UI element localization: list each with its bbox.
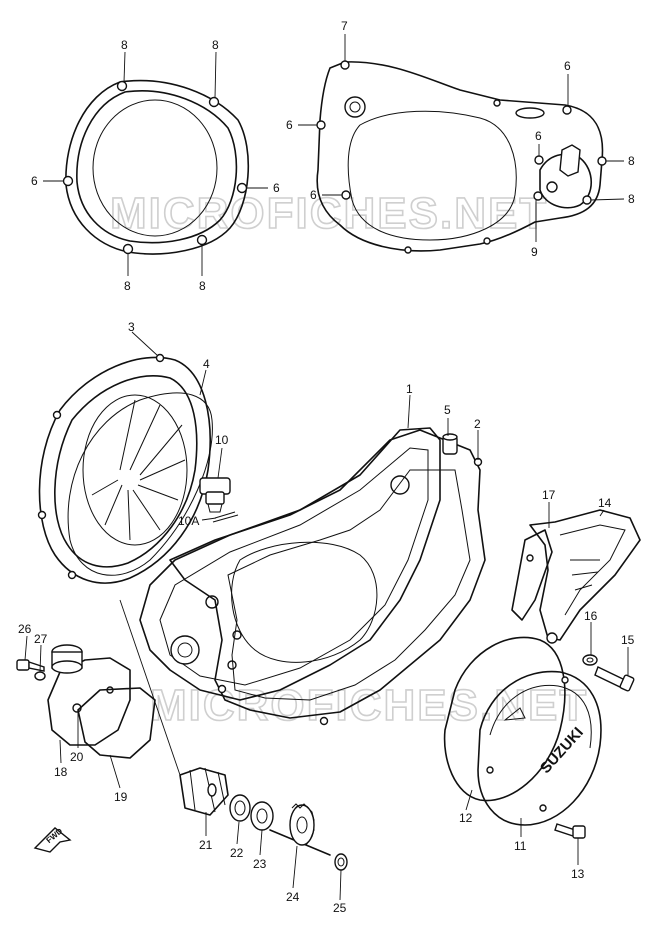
washer-16 xyxy=(582,654,598,666)
dowel-pin xyxy=(442,433,458,455)
callout-8-e: 8 xyxy=(628,154,635,168)
circlip-25 xyxy=(334,853,348,871)
crankcase-cover xyxy=(139,427,441,701)
callout-6-a: 6 xyxy=(31,174,38,188)
callout-25: 25 xyxy=(333,901,347,915)
callout-17: 17 xyxy=(542,488,556,502)
clutch-cover-outer xyxy=(316,60,607,254)
pump-washer-27 xyxy=(34,671,46,681)
suzuki-logo: SUZUKI xyxy=(537,724,587,777)
callout-8-d: 8 xyxy=(199,279,206,293)
magneto-cover-gasket xyxy=(443,636,566,802)
callout-27: 27 xyxy=(34,632,48,646)
callout-4: 4 xyxy=(203,357,210,371)
callout-14: 14 xyxy=(598,496,612,510)
callout-8-c: 8 xyxy=(124,279,131,293)
leader-lines xyxy=(24,34,629,901)
drain-plug xyxy=(199,477,239,523)
callout-6-e: 6 xyxy=(535,129,542,143)
clutch-cover-dish xyxy=(37,353,211,584)
callout-21: 21 xyxy=(199,838,213,852)
bearing-23 xyxy=(250,801,274,831)
callout-8-a: 8 xyxy=(121,38,128,52)
callout-6-b: 6 xyxy=(273,181,280,195)
callout-3: 3 xyxy=(128,320,135,334)
callout-19: 19 xyxy=(114,790,128,804)
callout-26: 26 xyxy=(18,622,32,636)
callout-23: 23 xyxy=(253,857,267,871)
callout-15: 15 xyxy=(621,633,635,647)
bolt-15 xyxy=(594,666,635,692)
callout-10a: 10A xyxy=(178,514,199,528)
callout-labels: 8 8 6 6 8 8 7 6 6 6 6 8 8 9 3 4 1 5 2 10… xyxy=(18,19,635,915)
clutch-cover-gasket xyxy=(62,79,250,255)
crankcase-cover-gasket xyxy=(169,429,486,726)
cover-o-ring xyxy=(67,392,213,576)
callout-6-c: 6 xyxy=(564,59,571,73)
callout-8-b: 8 xyxy=(212,38,219,52)
callout-18: 18 xyxy=(54,765,68,779)
fwd-arrow-icon: FWD xyxy=(33,826,72,853)
seal-22 xyxy=(229,794,251,822)
callout-8-f: 8 xyxy=(628,192,635,206)
callout-24: 24 xyxy=(286,890,300,904)
callout-9: 9 xyxy=(531,245,538,259)
callout-20: 20 xyxy=(70,750,84,764)
callout-2: 2 xyxy=(474,417,481,431)
callout-16: 16 xyxy=(584,609,598,623)
watermark-bottom: MICROFICHES.NET xyxy=(150,681,588,730)
water-pump-cover xyxy=(47,644,131,746)
callout-7: 7 xyxy=(341,19,348,33)
water-pump-gasket xyxy=(77,687,156,759)
callout-13: 13 xyxy=(571,867,585,881)
callout-10: 10 xyxy=(215,433,229,447)
pump-gear-shaft-24 xyxy=(269,803,331,856)
callout-5: 5 xyxy=(444,403,451,417)
callout-22: 22 xyxy=(230,846,244,860)
callout-12: 12 xyxy=(459,811,473,825)
callout-6-d: 6 xyxy=(286,118,293,132)
impeller-21 xyxy=(179,767,229,816)
callout-6-f: 6 xyxy=(310,188,317,202)
callout-1: 1 xyxy=(406,382,413,396)
bolt-13 xyxy=(554,823,586,839)
callout-11: 11 xyxy=(514,839,527,853)
guard-assembly xyxy=(511,509,641,644)
